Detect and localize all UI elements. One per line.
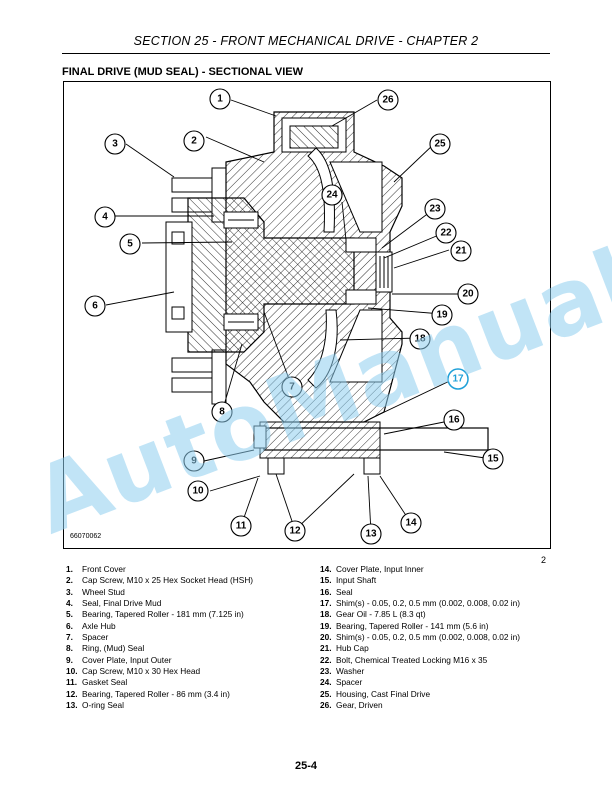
page-number: 25-4 <box>294 760 318 772</box>
callout-4: 4 <box>102 212 108 223</box>
figure-code: 66070062 <box>70 533 102 540</box>
callout-21: 21 <box>455 246 467 257</box>
legend-item: 11.Gasket Seal <box>66 677 128 688</box>
legend-item: 5.Bearing, Tapered Roller - 181 mm (7.12… <box>66 609 244 620</box>
callout-numbers: 1 2 3 4 5 6 7 8 9 10 11 12 13 14 15 16 1… <box>92 94 499 540</box>
legend-item: 3.Wheel Stud <box>66 586 125 597</box>
legend-item: 18.Gear Oil - 7.85 L (8.3 qt) <box>320 609 426 620</box>
figure-subtitle: FINAL DRIVE (MUD SEAL) - SECTIONAL VIEW <box>62 66 303 78</box>
callout-22: 22 <box>440 228 452 239</box>
legend-item: 10.Cap Screw, M10 x 30 Hex Head <box>66 666 201 677</box>
callout-9: 9 <box>191 456 197 467</box>
legend-item: 21.Hub Cap <box>320 643 369 654</box>
callout-12: 12 <box>289 526 301 537</box>
callout-16: 16 <box>448 415 460 426</box>
legend-item: 17.Shim(s) - 0.05, 0.2, 0.5 mm (0.002, 0… <box>320 598 521 609</box>
callout-8: 8 <box>219 407 225 418</box>
legend-item: 22.Bolt, Chemical Treated Locking M16 x … <box>320 654 488 665</box>
legend-item: 25.Housing, Cast Final Drive <box>320 688 431 699</box>
callout-11: 11 <box>236 521 247 532</box>
callout-24: 24 <box>326 190 338 201</box>
legend-item: 23.Washer <box>320 666 365 677</box>
legend-item: 13.O-ring Seal <box>66 700 124 711</box>
parts-legend-left: 1.Front Cover 2.Cap Screw, M10 x 25 Hex … <box>66 564 311 711</box>
legend-item: 14.Cover Plate, Input Inner <box>320 564 424 574</box>
callout-7: 7 <box>289 382 295 393</box>
legend-item: 24.Spacer <box>320 677 363 688</box>
legend-item: 19.Bearing, Tapered Roller - 141 mm (5.6… <box>320 620 489 631</box>
legend-item: 2.Cap Screw, M10 x 25 Hex Socket Head (H… <box>66 575 254 586</box>
legend-item: 16.Seal <box>320 586 353 597</box>
leader-lines <box>105 99 493 534</box>
sectional-drawing: 1 2 3 4 5 6 7 8 9 10 11 12 13 14 15 16 1… <box>84 88 504 545</box>
legend-item: 1.Front Cover <box>66 564 126 574</box>
hub-cap <box>375 251 393 293</box>
parts-legend-right: 14.Cover Plate, Input Inner 15.Input Sha… <box>320 564 555 711</box>
figure-number: 2 <box>541 555 547 565</box>
input-shaft <box>253 421 489 475</box>
callout-2: 2 <box>191 136 197 147</box>
driven-gear <box>307 147 383 389</box>
sectional-view-figure: 1 2 3 4 5 6 7 8 9 10 11 12 13 14 15 16 1… <box>63 81 551 549</box>
legend-item: 20.Shim(s) - 0.05, 0.2, 0.5 mm (0.002, 0… <box>320 632 521 643</box>
callout-circles <box>84 88 504 545</box>
legend-item: 6.Axle Hub <box>66 620 116 631</box>
legend-item: 8.Ring, (Mud) Seal <box>66 643 145 654</box>
callout-18: 18 <box>414 334 426 345</box>
callout-1: 1 <box>217 94 223 105</box>
callout-23: 23 <box>429 204 441 215</box>
legend-item: 12.Bearing, Tapered Roller - 86 mm (3.4 … <box>66 688 230 699</box>
header-rule <box>62 53 550 54</box>
section-header: SECTION 25 - FRONT MECHANICAL DRIVE - CH… <box>133 34 479 48</box>
callout-19: 19 <box>436 310 448 321</box>
callout-3: 3 <box>112 139 118 150</box>
callout-6: 6 <box>92 301 98 312</box>
legend-item: 26.Gear, Driven <box>320 700 383 711</box>
callout-26: 26 <box>382 95 394 106</box>
callout-14: 14 <box>405 518 417 529</box>
legend-item: 7.Spacer <box>66 632 109 643</box>
callout-15: 15 <box>487 454 499 465</box>
callout-25: 25 <box>434 139 446 150</box>
callout-5: 5 <box>127 239 133 250</box>
callout-20: 20 <box>462 289 474 300</box>
legend-item: 4.Seal, Final Drive Mud <box>66 598 162 609</box>
legend-item: 15.Input Shaft <box>320 575 377 586</box>
legend-item: 9.Cover Plate, Input Outer <box>66 654 172 665</box>
callout-10: 10 <box>192 486 204 497</box>
callout-13: 13 <box>365 529 377 540</box>
bearings <box>223 211 377 331</box>
callout-17: 17 <box>452 374 464 385</box>
